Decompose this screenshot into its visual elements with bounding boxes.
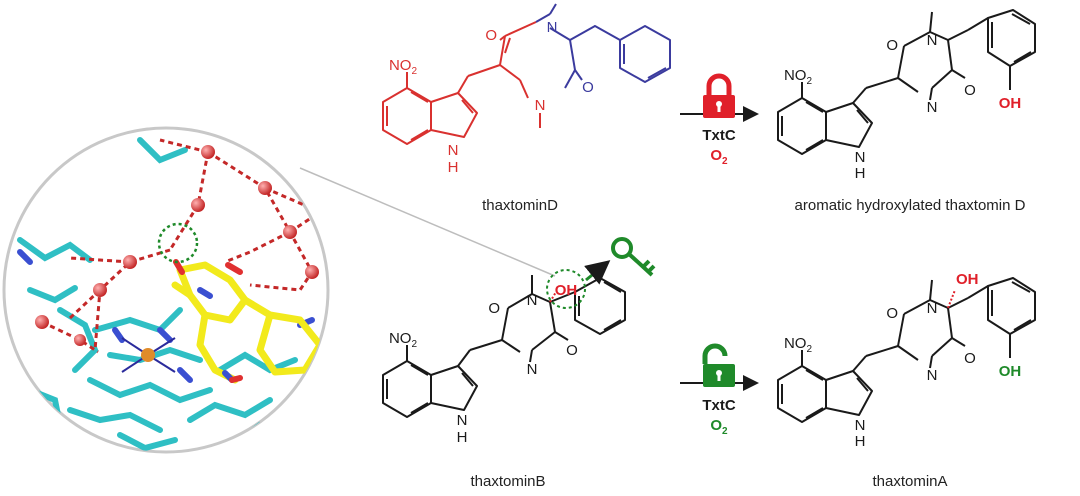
hydroxyl-highlight-circle: [546, 269, 586, 309]
svg-text:N: N: [527, 361, 538, 378]
svg-text:H: H: [457, 429, 468, 446]
bottom-reaction-arrow: TxtC O2: [680, 343, 759, 437]
water-molecules: [35, 145, 327, 346]
svg-text:N: N: [448, 142, 459, 159]
thaxtomin-b-label: thaxtominB: [470, 473, 545, 490]
hydroxylated-thaxtomin-d-structure: NO2 N H O N N O OH: [777, 9, 1036, 182]
thaxtomin-b-structure: NO2 N H O N N O OH: [382, 237, 656, 446]
svg-text:N: N: [547, 19, 558, 36]
key-icon: [611, 237, 656, 277]
svg-text:H: H: [448, 159, 459, 176]
unlocked-padlock-icon: [702, 343, 735, 387]
svg-text:N: N: [457, 412, 468, 429]
svg-text:O: O: [886, 37, 898, 54]
svg-text:O: O: [964, 82, 976, 99]
svg-text:N: N: [855, 149, 866, 166]
svg-text:TxtC: TxtC: [702, 397, 736, 414]
svg-text:O: O: [485, 27, 497, 44]
svg-text:NO2: NO2: [389, 330, 418, 350]
svg-text:N: N: [927, 300, 938, 317]
svg-text:NO2: NO2: [784, 335, 813, 355]
thaxtomin-d-label: thaxtominD: [482, 197, 558, 214]
svg-text:OH: OH: [555, 282, 578, 299]
svg-text:OH: OH: [999, 363, 1022, 380]
svg-text:O2: O2: [710, 417, 728, 437]
top-reaction-arrow: TxtC O2: [680, 73, 759, 167]
svg-text:H: H: [855, 165, 866, 182]
svg-text:N: N: [535, 97, 546, 114]
svg-text:N: N: [927, 32, 938, 49]
locked-padlock-icon: [703, 73, 735, 118]
svg-text:O2: O2: [710, 147, 728, 167]
thaxtomin-a-label: thaxtominA: [872, 473, 947, 490]
zoom-connector-line: [299, 167, 556, 277]
svg-text:O: O: [886, 305, 898, 322]
svg-text:N: N: [527, 292, 538, 309]
svg-text:H: H: [855, 433, 866, 450]
svg-text:OH: OH: [999, 95, 1022, 112]
hydroxyl-site-highlight: [157, 222, 199, 264]
thaxtomin-d-structure: NO2 N H O N N O: [382, 3, 671, 176]
svg-text:NO2: NO2: [389, 57, 418, 77]
thaxtomin-a-structure: NO2 N H O N N O OH OH: [777, 271, 1036, 450]
svg-text:NO2: NO2: [784, 67, 813, 87]
key-arrow: [584, 260, 611, 285]
hydroxylated-thaxtomin-d-label: aromatic hydroxylated thaxtomin D: [795, 197, 1026, 214]
svg-text:OH: OH: [956, 271, 979, 288]
svg-text:O: O: [488, 300, 500, 317]
svg-text:O: O: [582, 79, 594, 96]
svg-text:N: N: [855, 417, 866, 434]
svg-text:O: O: [964, 350, 976, 367]
active-site-zoom: [2, 126, 556, 454]
svg-text:O: O: [566, 342, 578, 359]
svg-text:N: N: [927, 367, 938, 384]
svg-text:TxtC: TxtC: [702, 127, 736, 144]
svg-text:N: N: [927, 99, 938, 116]
